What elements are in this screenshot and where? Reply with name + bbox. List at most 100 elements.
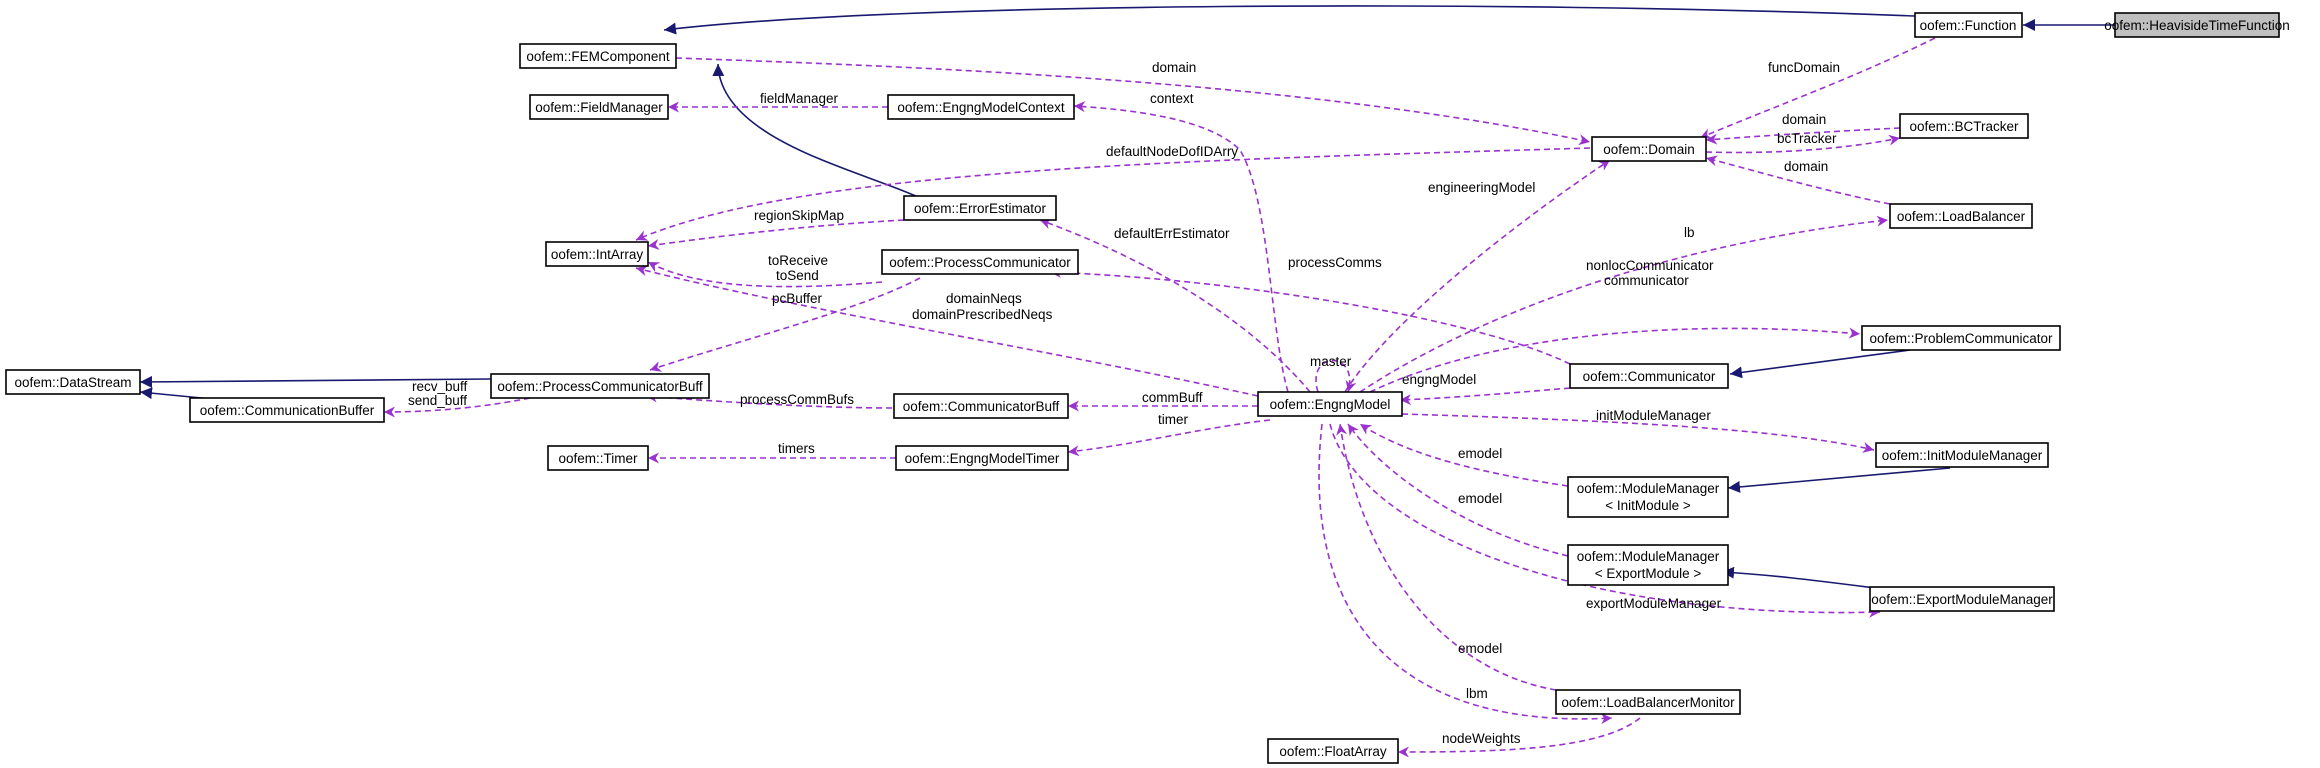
node-data-stream[interactable]: oofem::DataStream — [5, 369, 141, 395]
edge-communicator-processcommunicator — [1049, 266, 1571, 365]
svg-text:oofem::Timer: oofem::Timer — [558, 451, 638, 466]
edge-label-timer: timer — [1158, 412, 1189, 427]
svg-text:oofem::ErrorEstimator: oofem::ErrorEstimator — [914, 201, 1047, 216]
node-process-communicator-buff[interactable]: oofem::ProcessCommunicatorBuff — [490, 373, 710, 399]
edge-label-recvbuff: recv_buff — [412, 379, 468, 394]
edge-label-tosend: toSend — [776, 268, 819, 283]
edge-label-communicator: communicator — [1604, 273, 1689, 288]
svg-text:< ExportModule >: < ExportModule > — [1595, 566, 1702, 581]
node-init-module-manager[interactable]: oofem::InitModuleManager — [1875, 442, 2049, 468]
svg-text:oofem::CommunicationBuffer: oofem::CommunicationBuffer — [200, 403, 375, 418]
edge-label-engineeringmodel: engineeringModel — [1428, 180, 1535, 195]
node-engng-model-timer[interactable]: oofem::EngngModelTimer — [895, 445, 1069, 471]
node-load-balancer[interactable]: oofem::LoadBalancer — [1889, 203, 2033, 229]
node-fem-component[interactable]: oofem::FEMComponent — [519, 43, 677, 69]
edge-label-processcommbufs: processCommBufs — [740, 392, 854, 407]
edge-label-nonloccommunicator: nonlocCommunicator — [1586, 258, 1714, 273]
node-communication-buffer[interactable]: oofem::CommunicationBuffer — [189, 397, 385, 423]
edge-label-exportmodulemanager: exportModuleManager — [1586, 596, 1722, 611]
node-heaviside-time-function[interactable]: oofem::HeavisideTimeFunction — [2104, 12, 2290, 38]
edge-label-fieldmanager: fieldManager — [760, 91, 839, 106]
edge-label-bc-domain: domain — [1782, 112, 1826, 127]
node-communicator-buff[interactable]: oofem::CommunicatorBuff — [893, 393, 1069, 419]
edge-label-emodel-export: emodel — [1458, 491, 1502, 506]
svg-text:oofem::LoadBalancerMonitor: oofem::LoadBalancerMonitor — [1561, 695, 1735, 710]
edge-label-lb: lb — [1684, 225, 1695, 240]
node-field-manager[interactable]: oofem::FieldManager — [529, 94, 669, 120]
edge-errorestimator-to-femcomponent — [712, 63, 921, 199]
edge-processcommunicatorbuff-communicationbuffer — [383, 397, 531, 418]
edge-label-funcdomain: funcDomain — [1768, 60, 1840, 75]
edge-function-to-femcomponent-main — [663, 5, 1916, 35]
svg-text:oofem::IntArray: oofem::IntArray — [551, 247, 644, 262]
edge-engngmodel-loadbalancer — [1359, 215, 1889, 393]
node-process-communicator[interactable]: oofem::ProcessCommunicator — [881, 249, 1079, 275]
svg-text:oofem::FloatArray: oofem::FloatArray — [1279, 744, 1387, 759]
node-problem-communicator[interactable]: oofem::ProblemCommunicator — [1861, 325, 2061, 351]
svg-text:oofem::ProblemCommunicator: oofem::ProblemCommunicator — [1869, 331, 2053, 346]
edge-modulemanager-export-engngmodel — [1347, 423, 1569, 557]
svg-text:< InitModule >: < InitModule > — [1605, 498, 1691, 513]
edge-label-emodel-init: emodel — [1458, 446, 1502, 461]
node-engng-model-context[interactable]: oofem::EngngModelContext — [887, 94, 1075, 120]
svg-text:oofem::ModuleManager: oofem::ModuleManager — [1577, 549, 1720, 564]
node-communicator[interactable]: oofem::Communicator — [1569, 363, 1729, 389]
edge-label-timers: timers — [778, 441, 815, 456]
svg-text:oofem::EngngModelContext: oofem::EngngModelContext — [897, 100, 1065, 115]
edge-label-domainneqs: domainNeqs — [946, 291, 1022, 306]
edge-label-engngmodel: engngModel — [1402, 372, 1476, 387]
edge-label-toreceive: toReceive — [768, 253, 828, 268]
inheritance-edges — [139, 5, 2115, 597]
edge-errorestimator-intarray — [647, 219, 905, 250]
edge-processcommunicatorbuff-to-datastream — [139, 375, 492, 388]
edge-engngmodel-errorestimator — [1039, 218, 1311, 393]
node-int-array[interactable]: oofem::IntArray — [545, 241, 649, 267]
edge-processcommunicator-processcommunicatorbuff — [649, 277, 921, 372]
edge-label-commbuff: commBuff — [1142, 390, 1203, 405]
edge-loadbalancer-domain — [1705, 155, 1891, 205]
edge-communicatorbuff-processcommunicatorbuff — [645, 391, 893, 409]
node-bc-tracker[interactable]: oofem::BCTracker — [1899, 113, 2029, 139]
edge-initmodulemanager-to-modulemanager — [1727, 467, 1951, 493]
svg-text:oofem::HeavisideTimeFunction: oofem::HeavisideTimeFunction — [2104, 18, 2290, 33]
edge-engngmodel-engngmodeltimer — [1067, 419, 1271, 457]
node-export-module-manager[interactable]: oofem::ExportModuleManager — [1869, 586, 2055, 612]
svg-text:oofem::ModuleManager: oofem::ModuleManager — [1577, 481, 1720, 496]
edge-femcomponent-domain — [675, 57, 1591, 146]
edge-label-processcomms: processComms — [1288, 255, 1382, 270]
edge-labels: domain funcDomain fieldManager context d… — [408, 60, 1840, 746]
edge-label-lbm: lbm — [1466, 686, 1488, 701]
node-error-estimator[interactable]: oofem::ErrorEstimator — [903, 195, 1057, 221]
svg-text:oofem::ProcessCommunicatorBuff: oofem::ProcessCommunicatorBuff — [497, 379, 703, 394]
edge-processcommunicator-intarray — [647, 261, 883, 288]
svg-text:oofem::CommunicatorBuff: oofem::CommunicatorBuff — [903, 399, 1060, 414]
svg-text:oofem::EngngModelTimer: oofem::EngngModelTimer — [905, 451, 1060, 466]
edge-domain-bctracker — [1705, 134, 1901, 154]
edge-label-lb-domain: domain — [1784, 159, 1828, 174]
usage-edges — [383, 37, 1936, 758]
edge-bctracker-domain — [1705, 127, 1901, 145]
node-float-array[interactable]: oofem::FloatArray — [1267, 738, 1399, 764]
node-timer[interactable]: oofem::Timer — [547, 445, 649, 471]
edge-label-bctracker: bcTracker — [1777, 131, 1837, 146]
node-engng-model[interactable]: oofem::EngngModel — [1257, 391, 1403, 417]
edge-label-sendbuff: send_buff — [408, 393, 467, 408]
edge-engngmodel-self — [1315, 359, 1357, 393]
svg-text:oofem::BCTracker: oofem::BCTracker — [1909, 119, 2019, 134]
svg-text:oofem::LoadBalancer: oofem::LoadBalancer — [1897, 209, 2026, 224]
node-domain[interactable]: oofem::Domain — [1591, 136, 1707, 162]
edge-label-context: context — [1150, 91, 1194, 106]
node-module-manager-init[interactable]: oofem::ModuleManager < InitModule > — [1567, 476, 1729, 518]
node-load-balancer-monitor[interactable]: oofem::LoadBalancerMonitor — [1555, 689, 1741, 715]
node-module-manager-export[interactable]: oofem::ModuleManager < ExportModule > — [1567, 544, 1729, 586]
edge-label-defaulterrestimator: defaultErrEstimator — [1114, 226, 1230, 241]
edge-label-emodel-lbm: emodel — [1458, 641, 1502, 656]
class-nodes: oofem::HeavisideTimeFunction oofem::Func… — [5, 12, 2290, 764]
edge-engngmodel-intarray — [635, 265, 1259, 397]
svg-text:oofem::Communicator: oofem::Communicator — [1583, 369, 1716, 384]
node-function[interactable]: oofem::Function — [1914, 12, 2023, 38]
edge-function-domain — [1699, 37, 1936, 139]
svg-text:oofem::FieldManager: oofem::FieldManager — [535, 100, 663, 115]
edge-label-initmodulemanager: initModuleManager — [1596, 408, 1711, 423]
